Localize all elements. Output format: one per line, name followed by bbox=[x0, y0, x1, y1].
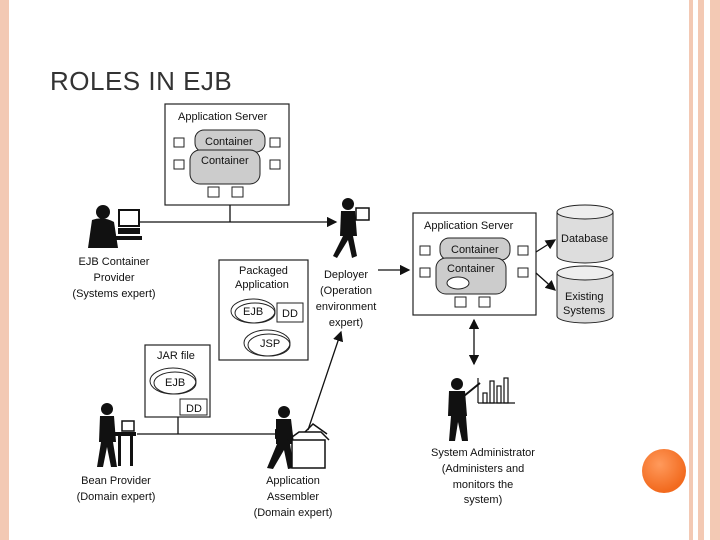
left-frame-bar bbox=[0, 0, 9, 540]
svg-text:system): system) bbox=[464, 494, 503, 506]
svg-text:EJB Container: EJB Container bbox=[79, 256, 150, 268]
packaged-app-title: Packaged bbox=[239, 265, 288, 277]
deployer-figure bbox=[333, 198, 370, 258]
svg-text:Provider: Provider bbox=[94, 272, 135, 284]
system-administrator-figure bbox=[448, 378, 481, 441]
dd-label: DD bbox=[186, 403, 202, 415]
ejb-label: EJB bbox=[243, 306, 263, 318]
svg-text:monitors the: monitors the bbox=[453, 479, 514, 491]
dd-label: DD bbox=[282, 308, 298, 320]
container-label: Container bbox=[201, 155, 249, 167]
container-label: Container bbox=[205, 136, 253, 148]
database-label: Database bbox=[561, 233, 608, 245]
svg-text:(Administers and: (Administers and bbox=[442, 463, 525, 475]
packaged-app-title: Application bbox=[235, 279, 289, 291]
connectors bbox=[137, 205, 557, 440]
svg-text:(Domain expert): (Domain expert) bbox=[77, 491, 156, 503]
right-frame-bar bbox=[689, 0, 693, 540]
svg-text:Bean Provider: Bean Provider bbox=[81, 475, 151, 487]
jar-file-title: JAR file bbox=[157, 350, 195, 362]
decorative-orb bbox=[642, 449, 686, 493]
role-label-bean-provider: Bean Provider (Domain expert) bbox=[77, 475, 156, 503]
role-label-application-assembler: Application Assembler (Domain expert) bbox=[254, 475, 333, 519]
svg-text:System Administrator: System Administrator bbox=[431, 447, 535, 459]
bean-provider-figure bbox=[97, 403, 136, 467]
svg-text:expert): expert) bbox=[329, 317, 363, 329]
existing-systems-cylinder: Existing Systems bbox=[556, 265, 614, 324]
role-label-system-administrator: System Administrator (Administers and mo… bbox=[431, 447, 535, 506]
jsp-label: JSP bbox=[260, 338, 280, 350]
svg-text:Deployer: Deployer bbox=[324, 269, 368, 281]
ejb-label: EJB bbox=[165, 377, 185, 389]
application-server-top: Application Server Container Container bbox=[164, 103, 290, 206]
database-cylinder: Database bbox=[556, 204, 614, 264]
right-frame-bar bbox=[710, 0, 720, 540]
slide-title: ROLES IN EJB bbox=[50, 66, 233, 96]
svg-text:Assembler: Assembler bbox=[267, 491, 319, 503]
packaged-application-box: Packaged Application EJB DD JSP bbox=[218, 259, 309, 361]
app-server-top-title: Application Server bbox=[178, 111, 268, 123]
container-label: Container bbox=[447, 263, 495, 275]
existing-systems-label: Systems bbox=[563, 305, 606, 317]
app-server-right-title: Application Server bbox=[424, 220, 514, 232]
application-server-right: Application Server Container Container bbox=[412, 212, 537, 316]
container-label: Container bbox=[451, 244, 499, 256]
svg-text:(Operation: (Operation bbox=[320, 285, 372, 297]
existing-systems-label: Existing bbox=[565, 291, 604, 303]
right-frame-bar bbox=[698, 0, 704, 540]
svg-text:(Domain expert): (Domain expert) bbox=[254, 507, 333, 519]
role-label-ejb-container-provider: EJB Container Provider (Systems expert) bbox=[72, 256, 155, 300]
svg-text:(Systems expert): (Systems expert) bbox=[72, 288, 155, 300]
svg-text:environment: environment bbox=[316, 301, 377, 313]
application-assembler-figure bbox=[267, 406, 330, 469]
role-label-deployer: Deployer (Operation environment expert) bbox=[316, 269, 377, 329]
ejb-container-provider-figure bbox=[88, 205, 142, 248]
bar-chart-icon bbox=[477, 377, 515, 404]
jar-file-box: JAR file EJB DD bbox=[144, 344, 211, 418]
svg-text:Application: Application bbox=[266, 475, 320, 487]
